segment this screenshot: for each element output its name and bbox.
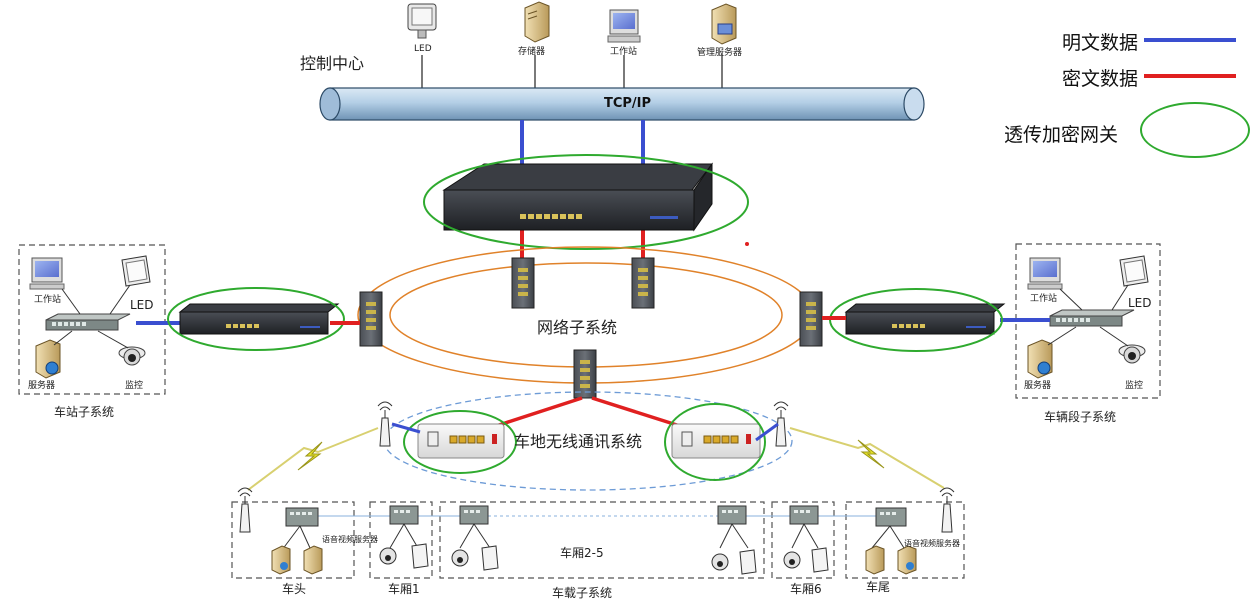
car25-label: 车厢2-5	[560, 546, 604, 560]
antenna-right-plain-link	[755, 422, 779, 442]
legend-gateway-swatch	[1140, 102, 1250, 158]
trackside-antenna-left	[377, 401, 393, 447]
wireless-lightning-left	[297, 441, 323, 471]
wireless-lightning-right	[857, 439, 885, 469]
station-access-switch	[45, 313, 131, 331]
head-car-label: 车头	[282, 582, 307, 596]
tail-server-icon-2	[897, 545, 917, 575]
ring-switch-top-left	[511, 257, 535, 309]
depot-access-switch	[1049, 309, 1135, 327]
station-workstation-label: 工作站	[34, 295, 62, 305]
car-camera-lenses	[385, 555, 795, 567]
tcpip-bus-pipe	[319, 87, 925, 121]
center-gateway-cipher-links	[520, 230, 645, 262]
onboard-antenna-tail	[939, 487, 955, 533]
control-center-drops	[421, 55, 723, 88]
ring-switch-right	[799, 291, 823, 347]
control-center-title: 控制中心	[300, 54, 365, 73]
workstation-icon	[607, 9, 641, 43]
depot-subsystem-box	[1015, 243, 1161, 399]
depot-led-label: LED	[1128, 296, 1152, 310]
onboard-device-links	[281, 523, 905, 551]
onboard-antenna-head	[237, 487, 253, 533]
depot-subsystem-title: 车辆段子系统	[1044, 410, 1117, 424]
station-server-label: 服务器	[28, 381, 56, 391]
legend-cipher-swatch	[1144, 74, 1236, 78]
center-gateway-marker	[423, 154, 749, 250]
tcpip-label: TCP/IP	[604, 96, 652, 111]
station-subsystem-title: 车站子系统	[54, 405, 115, 419]
depot-camera-icon	[1118, 344, 1146, 364]
wireless-cipher-links	[495, 396, 681, 428]
stray-red-dot	[745, 242, 749, 246]
depot-monitor-label: 监控	[1125, 381, 1144, 391]
station-camera-icon	[118, 346, 146, 366]
led-label: LED	[414, 44, 432, 54]
center-encryption-gateway	[442, 162, 714, 232]
ring-switch-left	[359, 291, 383, 347]
station-gateway-marker	[167, 287, 345, 351]
tail-server-icon-1	[865, 545, 885, 575]
ring-switch-top-right	[631, 257, 655, 309]
head-av-server-label: 语音视频服务器	[322, 535, 378, 544]
wireless-right-gateway-marker	[664, 403, 766, 481]
wireless-router-left	[417, 423, 505, 459]
station-led-icon	[121, 255, 151, 287]
station-led-label: LED	[130, 298, 154, 312]
management-server-label: 管理服务器	[697, 48, 743, 58]
train-car-boxes	[231, 501, 965, 579]
tail-car-label: 车尾	[866, 580, 891, 594]
legend-gateway-label: 透传加密网关	[1004, 124, 1119, 146]
ring-switch-bottom	[573, 349, 597, 399]
station-encryption-gateway	[178, 303, 340, 335]
depot-server-label: 服务器	[1024, 381, 1052, 391]
legend-plain-swatch	[1144, 38, 1236, 42]
management-server-icon	[711, 3, 737, 45]
workstation-label: 工作站	[610, 47, 638, 57]
storage-label: 存储器	[518, 47, 546, 57]
depot-workstation-label: 工作站	[1030, 294, 1058, 304]
train-subsystem-title: 车载子系统	[552, 586, 613, 600]
depot-led-icon	[1119, 255, 1149, 287]
depot-device-links	[1047, 284, 1129, 347]
station-server-icon	[35, 339, 61, 379]
depot-encryption-gateway	[844, 303, 1006, 335]
led-monitor-icon	[407, 3, 437, 39]
antenna-left-plain-link	[391, 422, 421, 434]
wireless-left-gateway-marker	[403, 410, 517, 474]
tail-av-server-label: 语音视频服务器	[904, 539, 960, 548]
legend-plain-label: 明文数据	[1062, 32, 1139, 54]
wireless-system-label: 车地无线通讯系统	[514, 432, 643, 451]
depot-server-icon	[1027, 339, 1053, 379]
car6-label: 车厢6	[790, 582, 822, 596]
depot-workstation-icon	[1027, 257, 1063, 290]
head-server-icon-2	[303, 545, 323, 575]
car-monitors	[411, 543, 829, 575]
station-subsystem-box	[18, 244, 166, 395]
car1-label: 车厢1	[388, 582, 420, 596]
station-device-links	[53, 284, 131, 349]
storage-server-icon	[524, 1, 550, 43]
legend-cipher-label: 密文数据	[1062, 68, 1139, 90]
station-workstation-icon	[29, 257, 65, 290]
onboard-switch-ports	[290, 510, 896, 515]
network-ring-label: 网络子系统	[537, 318, 618, 337]
wireless-router-right	[671, 423, 761, 459]
head-server-icon-1	[271, 545, 291, 575]
station-monitor-label: 监控	[125, 381, 144, 391]
